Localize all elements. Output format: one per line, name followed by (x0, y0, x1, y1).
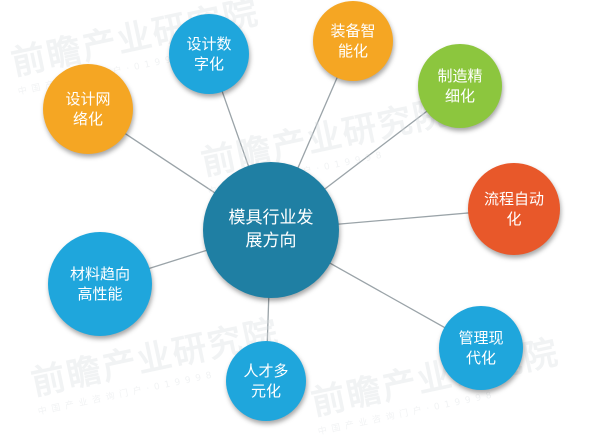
node-equipment-smart: 装备智 能化 (313, 1, 393, 81)
node-process-auto: 流程自动 化 (468, 163, 560, 255)
node-management-modern: 管理现 代化 (439, 306, 523, 390)
center-node-label: 模具行业发 展方向 (228, 208, 314, 251)
node-label: 设计网 络化 (65, 89, 111, 128)
node-label: 流程自动 化 (483, 189, 544, 228)
center-node: 模具行业发 展方向 (203, 162, 339, 298)
node-design-digital: 设计数 字化 (169, 14, 249, 94)
node-talent-diverse: 人才多 元化 (226, 341, 306, 421)
node-label: 设计数 字化 (186, 34, 232, 73)
node-label: 管理现 代化 (458, 328, 504, 367)
node-label: 人才多 元化 (243, 361, 289, 400)
node-label: 制造精 细化 (437, 66, 483, 105)
node-label: 材料趋向 高性能 (69, 264, 130, 303)
node-manufacture-fine: 制造精 细化 (418, 44, 502, 128)
node-material-high: 材料趋向 高性能 (48, 232, 152, 336)
node-label: 装备智 能化 (330, 21, 376, 60)
node-design-network: 设计网 络化 (43, 64, 133, 154)
